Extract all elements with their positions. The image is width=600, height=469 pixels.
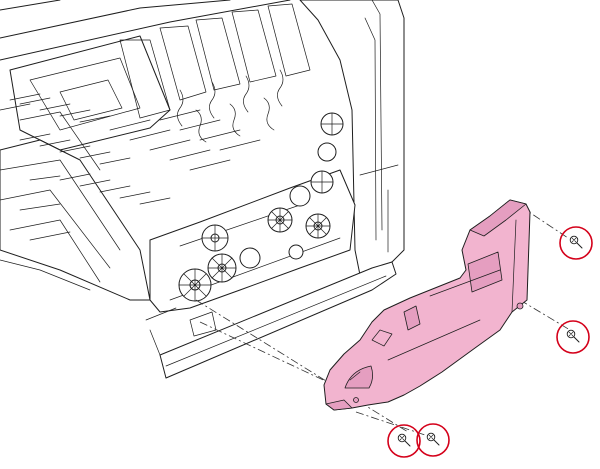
screw-bottom-left[interactable] <box>387 424 421 458</box>
screw-icon <box>397 433 411 447</box>
side-cover <box>323 199 531 411</box>
screw-top-right[interactable] <box>559 226 593 260</box>
gear-train <box>178 112 344 302</box>
printer-frame <box>0 0 405 379</box>
screw-mid-right[interactable] <box>556 320 590 354</box>
screw-icon <box>566 329 580 343</box>
screw-icon <box>426 432 440 446</box>
screw-icon <box>569 235 583 249</box>
screw-bottom-right[interactable] <box>416 423 450 457</box>
